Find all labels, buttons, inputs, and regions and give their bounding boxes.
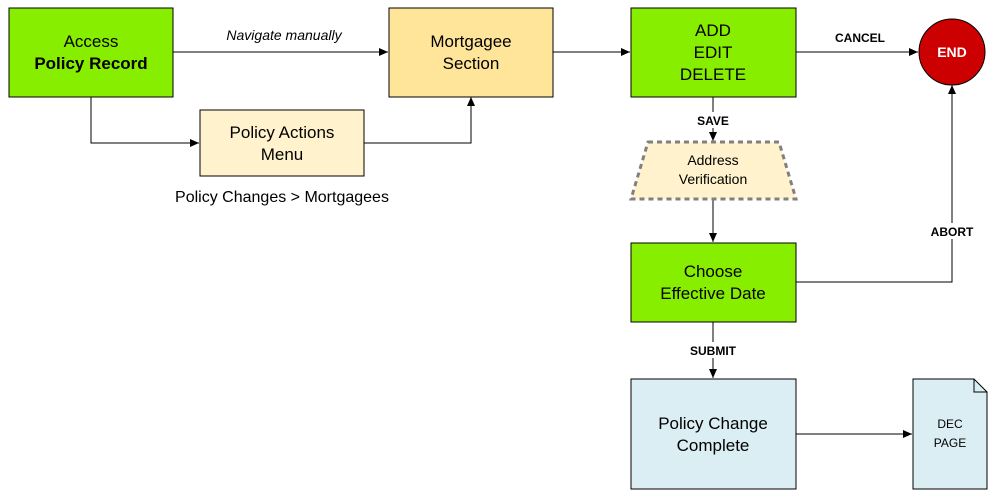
node-end: END <box>918 18 986 86</box>
edge-label-navigate-manually: Navigate manually <box>226 27 342 43</box>
edge-label-abort: ABORT <box>931 225 974 239</box>
node-mortgagee-line2: Section <box>443 54 500 73</box>
node-end-label: END <box>937 44 967 60</box>
node-access-line2: Policy Record <box>34 54 147 73</box>
node-edit-line: EDIT <box>694 43 733 62</box>
node-add-edit-delete: ADD EDIT DELETE <box>630 7 797 98</box>
node-address-verification: Address Verification <box>628 140 799 201</box>
node-add-line: ADD <box>695 21 731 40</box>
node-dec-page-line1: DEC <box>937 417 963 431</box>
edge-labels: Navigate manually CANCEL SAVE ABORT SUBM… <box>215 25 982 358</box>
node-policy-change-line2: Complete <box>677 436 750 455</box>
node-access-line1: Access <box>64 32 119 51</box>
node-dec-page-line2: PAGE <box>934 436 966 450</box>
edge-label-submit: SUBMIT <box>690 344 737 358</box>
node-effective-date-line1: Choose <box>684 262 743 281</box>
edge-policy-actions-to-mortgagee <box>364 97 475 144</box>
node-address-line2: Verification <box>679 171 747 187</box>
node-address-line1: Address <box>687 152 738 168</box>
node-policy-actions-line2: Menu <box>261 145 304 164</box>
menu-path-annotation: Policy Changes > Mortgagees <box>175 189 389 206</box>
node-dec-page-document: DEC PAGE <box>912 378 988 490</box>
node-delete-line: DELETE <box>680 65 746 84</box>
node-access-policy-record: Access Policy Record <box>8 7 174 98</box>
connectors <box>90 48 956 438</box>
edge-effective-date-to-end <box>796 85 956 283</box>
node-policy-actions-line1: Policy Actions <box>230 123 335 142</box>
node-choose-effective-date: Choose Effective Date <box>630 242 797 323</box>
node-effective-date-line2: Effective Date <box>660 284 766 303</box>
node-mortgagee-section: Mortgagee Section <box>388 7 554 98</box>
edge-access-to-policy-actions <box>90 97 199 147</box>
edge-label-save: SAVE <box>697 114 729 128</box>
node-policy-change-line1: Policy Change <box>658 414 768 433</box>
node-mortgagee-line1: Mortgagee <box>430 32 511 51</box>
node-policy-change-complete: Policy Change Complete <box>630 378 797 490</box>
edge-label-cancel: CANCEL <box>835 31 885 45</box>
node-policy-actions-menu: Policy Actions Menu <box>199 109 365 177</box>
